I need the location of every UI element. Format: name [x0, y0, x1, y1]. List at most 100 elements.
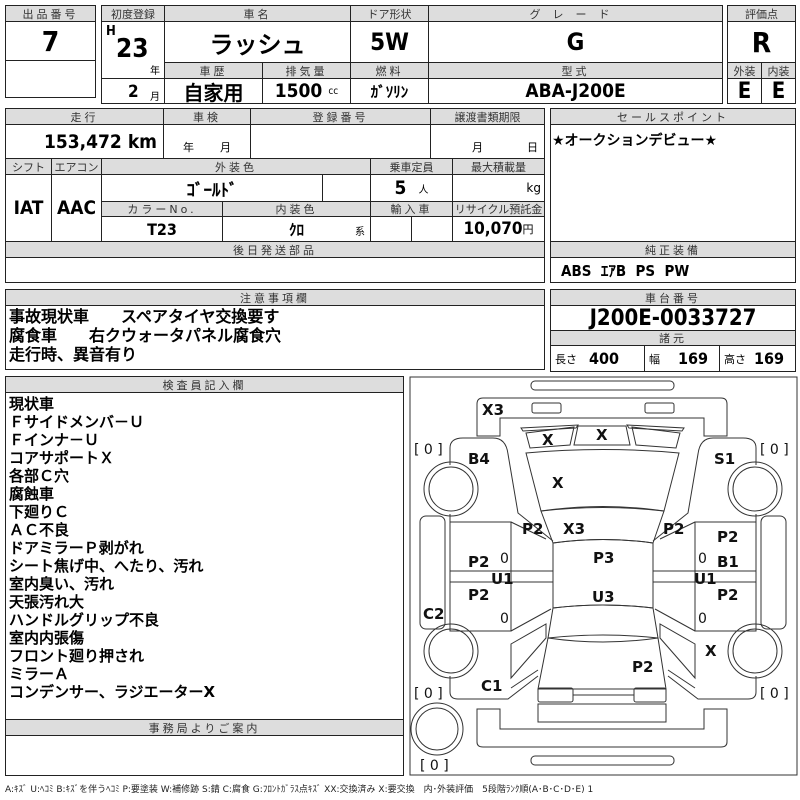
damage-mark-right-front-door-b: B1 [717, 553, 739, 571]
notes-line: 走行時、異音有り [9, 345, 138, 364]
damage-mark-right-rear-door: P2 [717, 586, 738, 604]
inspector-line: ＡＣ不良 [9, 521, 70, 539]
grade: G [428, 21, 723, 63]
damage-mark-left-rear-fender: C1 [481, 677, 502, 695]
spare-tire [410, 702, 464, 756]
fuel: ｶﾞｿﾘﾝ [350, 78, 429, 104]
sales-point-label: セールスポイント [550, 108, 796, 125]
max-load-label: 最大積載量 [452, 158, 545, 175]
damage-mark-right-front-fender: S1 [714, 450, 735, 468]
office-label: 事務局よりご案内 [5, 719, 404, 736]
inspection-cell: 年月 [163, 124, 251, 159]
capacity-label: 乗車定員 [370, 158, 453, 175]
transfer-day-unit: 日 [527, 141, 538, 154]
tire-rr: [ 0 ] [760, 686, 789, 702]
displacement-cell: 1500 cc [262, 78, 351, 104]
damage-mark-left-skirt: C2 [423, 605, 444, 623]
damage-mark-left-rear-door: P2 [468, 586, 489, 604]
first-reg-label: 初度登録 [101, 5, 165, 22]
legend: A:ｷｽﾞ U:ﾍｺﾐ B:ｷｽﾞを伴うﾍｺﾐ P:要塗装 W:補修跡 S:錆 … [5, 785, 594, 795]
recycle: 10,070 [463, 219, 523, 239]
mileage-unit: km [127, 130, 157, 153]
shift: IAT [5, 174, 52, 242]
lot-blank [5, 60, 96, 98]
notes-label: 注意事項欄 [5, 289, 545, 306]
history: 自家用 [164, 78, 263, 104]
displacement-unit: cc [328, 85, 339, 97]
rear-bumper [476, 708, 728, 748]
inspector-line: 腐蝕車 [9, 485, 55, 503]
damage-mark-grille-left: X [542, 431, 554, 449]
later-parts-label: 後日発送部品 [5, 241, 545, 258]
int-score: E [761, 78, 796, 104]
grade-label: グレード [428, 5, 723, 22]
damage-mark-cowl: X3 [563, 520, 585, 538]
inspector-line: ミラーＡ [9, 665, 70, 683]
recycle-unit: 円 [522, 223, 534, 236]
displacement-label: 排気量 [262, 62, 351, 79]
inspector-line: Ｆインナ－Ｕ [9, 431, 100, 449]
import-cell-2 [411, 216, 453, 242]
sales-point-text: ★オークションデビュー★ [552, 133, 718, 149]
left-side [419, 437, 554, 700]
inspector-line: 各部Ｃ穴 [9, 467, 70, 485]
color-no-label: カラーNo. [101, 201, 223, 217]
car-name: ラッシュ [164, 21, 351, 63]
reg-year: 23 [116, 34, 149, 64]
notes-line: 事故現状車 スペアタイヤ交換要す [9, 307, 280, 326]
inspector-line: ハンドルグリップ不良 [9, 611, 160, 629]
displacement: 1500 [274, 80, 323, 102]
width-label: 幅 [649, 352, 660, 366]
damage-mark-hood: X [552, 474, 564, 492]
inspector-line: コンデンサー、ラジエーターX [9, 683, 216, 701]
door-count: 0 [500, 551, 509, 567]
inspector-line: Ｆサイドメンバ－Ｕ [9, 413, 145, 431]
rear-bar [530, 755, 675, 766]
trunk [537, 637, 667, 690]
sales-point-cell: ★オークションデビュー★ [550, 124, 796, 242]
grille-right [631, 426, 681, 449]
ac: AAC [51, 174, 102, 242]
reg-no-cell [250, 124, 431, 159]
year-unit: 年 [150, 66, 160, 77]
door-label: ドア形状 [350, 5, 429, 22]
int-color-label: 内装色 [222, 201, 371, 217]
damage-mark-left-front-door: P2 [468, 553, 489, 571]
month-unit: 月 [150, 92, 160, 103]
score: R [727, 21, 796, 63]
inspector-line: 下廻りＣ [9, 503, 70, 521]
max-load-cell: kg [452, 174, 545, 202]
max-load-unit: kg [526, 181, 541, 195]
history-label: 車歴 [164, 62, 263, 79]
height: 169 [754, 349, 785, 368]
inspection-label: 車検 [163, 108, 251, 125]
ext-color-blank [322, 174, 371, 202]
int-label: 内装 [761, 62, 796, 79]
width: 169 [678, 349, 709, 368]
damage-mark-right-pillar: P2 [663, 520, 684, 538]
grille-left [525, 426, 575, 449]
spec-label: 諸元 [550, 330, 796, 346]
chassis-label: 車台番号 [550, 289, 796, 306]
lot-number: 7 [5, 21, 96, 61]
chassis-number: J200E-0033727 [550, 305, 796, 331]
spare-tire-value: [ 0 ] [420, 758, 449, 774]
length-label: 長さ [555, 352, 577, 366]
diagram-frame [409, 376, 798, 776]
office-cell [5, 735, 404, 776]
inspector-line: ドアミラーＰ剥がれ [9, 539, 144, 557]
import-cell-1 [370, 216, 412, 242]
inspection-month-unit: 月 [220, 141, 231, 154]
hood [525, 449, 680, 512]
inspector-label: 検査員記入欄 [5, 376, 404, 393]
lot-label: 出品番号 [5, 5, 96, 22]
damage-mark-left-front-fender: B4 [468, 450, 490, 468]
equipment: ABS ｴｱB PS PW [550, 257, 796, 283]
damage-mark-roof: P3 [593, 549, 614, 567]
car-damage-diagram: [ 0 ] [ 0 ] [ 0 ] [ 0 ] [ 0 ] 0 0 0 0 X3… [409, 376, 798, 776]
inspector-line: 室内臭い、汚れ [9, 575, 115, 593]
inspector-line: コアサポートＸ [9, 449, 115, 467]
